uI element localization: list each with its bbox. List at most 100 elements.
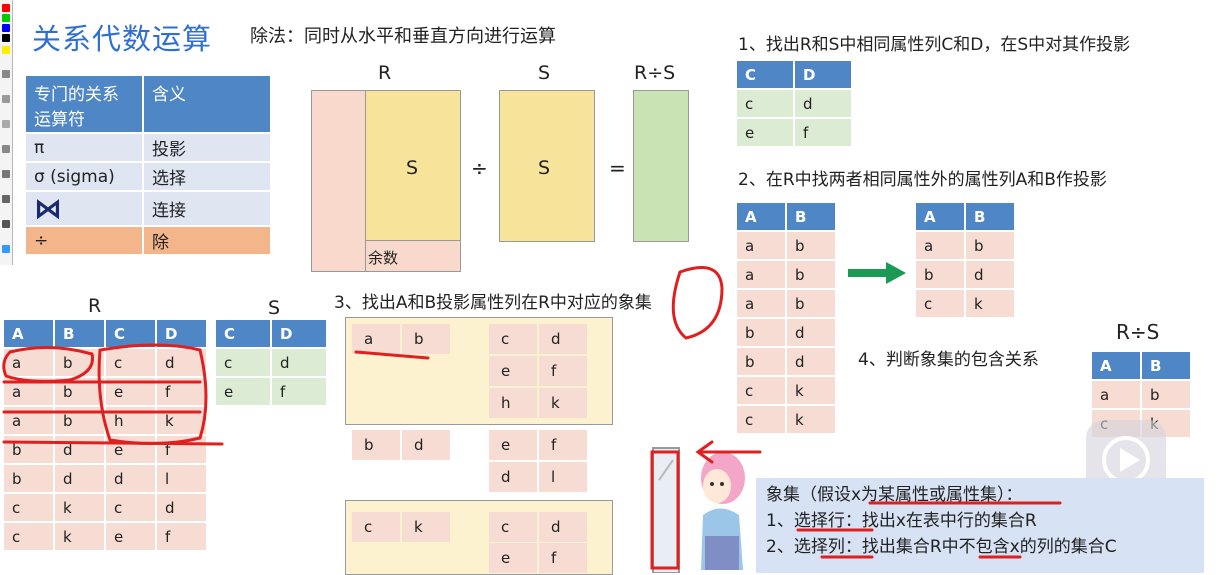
step2-right-header-b: B: [966, 203, 1014, 230]
step3-g2-img: d: [489, 462, 537, 492]
step3-g3-img: d: [539, 512, 587, 542]
cell: k: [55, 523, 104, 550]
cell: c: [737, 377, 785, 404]
step1-header-d: D: [795, 61, 851, 88]
step4-text: 4、判断象集的包含关系: [858, 350, 1039, 370]
cell: a: [1092, 381, 1140, 408]
diagram-r-label: R: [378, 62, 392, 84]
r-header-b: B: [55, 320, 104, 347]
cell: c: [216, 349, 270, 376]
drawing-toolbar[interactable]: [0, 0, 13, 265]
cell: d: [157, 494, 206, 521]
line-tool-icon[interactable]: [2, 95, 10, 103]
step1-text: 1、找出R和S中相同属性列C和D，在S中对其作投影: [738, 35, 1131, 55]
r-table-label: R: [88, 295, 102, 317]
bowtie-icon: ⋈: [26, 192, 142, 225]
r-header-a: A: [4, 320, 53, 347]
diagram-s-label: S: [538, 62, 551, 84]
operator-table: 专门的关系运算符 含义 π 投影 σ (sigma) 选择 ⋈ 连接 ÷ 除: [24, 74, 272, 256]
zoom-tool-icon[interactable]: [2, 145, 10, 153]
step3-g1-img: e: [489, 356, 537, 386]
page-subtitle: 除法：同时从水平和垂直方向进行运算: [250, 26, 556, 47]
step3-g1-key-a: a: [352, 324, 400, 354]
op-symbol-division: ÷: [26, 227, 142, 254]
text-tool-icon[interactable]: [2, 170, 10, 178]
eraser-icon[interactable]: [2, 70, 10, 78]
cell: d: [157, 349, 206, 376]
cell: b: [55, 378, 104, 405]
yellow-pen-icon[interactable]: [2, 46, 10, 54]
cell: c: [4, 494, 53, 521]
diagram-equals-op: =: [609, 156, 626, 180]
cell: d: [787, 348, 835, 375]
cell: b: [1142, 381, 1190, 408]
diagram-divide-op: ÷: [471, 156, 488, 180]
blue-pen-icon[interactable]: [2, 24, 10, 32]
step3-g2-img: f: [539, 430, 587, 460]
step3-g3-img: c: [489, 512, 537, 542]
cell: d: [795, 90, 851, 117]
select-tool-icon[interactable]: [2, 120, 10, 128]
step3-g2-img: e: [489, 430, 537, 460]
cell: d: [106, 465, 155, 492]
cell: f: [157, 436, 206, 463]
clear-icon[interactable]: [2, 220, 10, 228]
diagram-inner-s-box: S: [365, 90, 461, 242]
cell: d: [787, 319, 835, 346]
diagram-remainder-box: 余数: [365, 240, 461, 272]
cell: c: [737, 90, 793, 117]
green-pen-icon[interactable]: [2, 14, 10, 22]
red-pen-icon[interactable]: [2, 4, 10, 12]
op-meaning-selection: 选择: [144, 163, 270, 190]
cell: a: [737, 290, 785, 317]
cell: d: [272, 349, 326, 376]
cell: a: [4, 349, 53, 376]
s-table-label: S: [268, 297, 281, 319]
diagram-s-text: S: [538, 157, 551, 179]
settings-icon[interactable]: [2, 245, 10, 253]
s-header-c: C: [216, 320, 270, 347]
cell: e: [216, 378, 270, 405]
cell: k: [966, 290, 1014, 317]
black-pen-icon[interactable]: [2, 34, 10, 42]
cell: b: [787, 261, 835, 288]
cell: l: [157, 465, 206, 492]
cell: f: [795, 119, 851, 146]
step3-g2-key-a: b: [352, 430, 400, 460]
result-label: R÷S: [1116, 320, 1160, 344]
step3-g1-img: h: [489, 388, 537, 418]
step3-g3-img: e: [489, 543, 537, 573]
step3-g2-img: l: [539, 462, 587, 492]
undo-icon[interactable]: [2, 195, 10, 203]
cell: a: [916, 232, 964, 259]
cell: d: [55, 436, 104, 463]
step3-g3-img: f: [539, 543, 587, 573]
cell: k: [787, 406, 835, 433]
cell: b: [55, 349, 104, 376]
result-header-a: A: [1092, 352, 1140, 379]
step3-g2-key-b: d: [402, 430, 450, 460]
step2-text: 2、在R中找两者相同属性外的属性列A和B作投影: [738, 170, 1107, 190]
step2-right-header-a: A: [916, 203, 964, 230]
diagram-remainder-text: 余数: [368, 249, 399, 267]
step3-text: 3、找出A和B投影属性列在R中对应的象集: [334, 293, 652, 313]
cell: b: [737, 319, 785, 346]
step3-g3-key-b: k: [402, 512, 450, 542]
